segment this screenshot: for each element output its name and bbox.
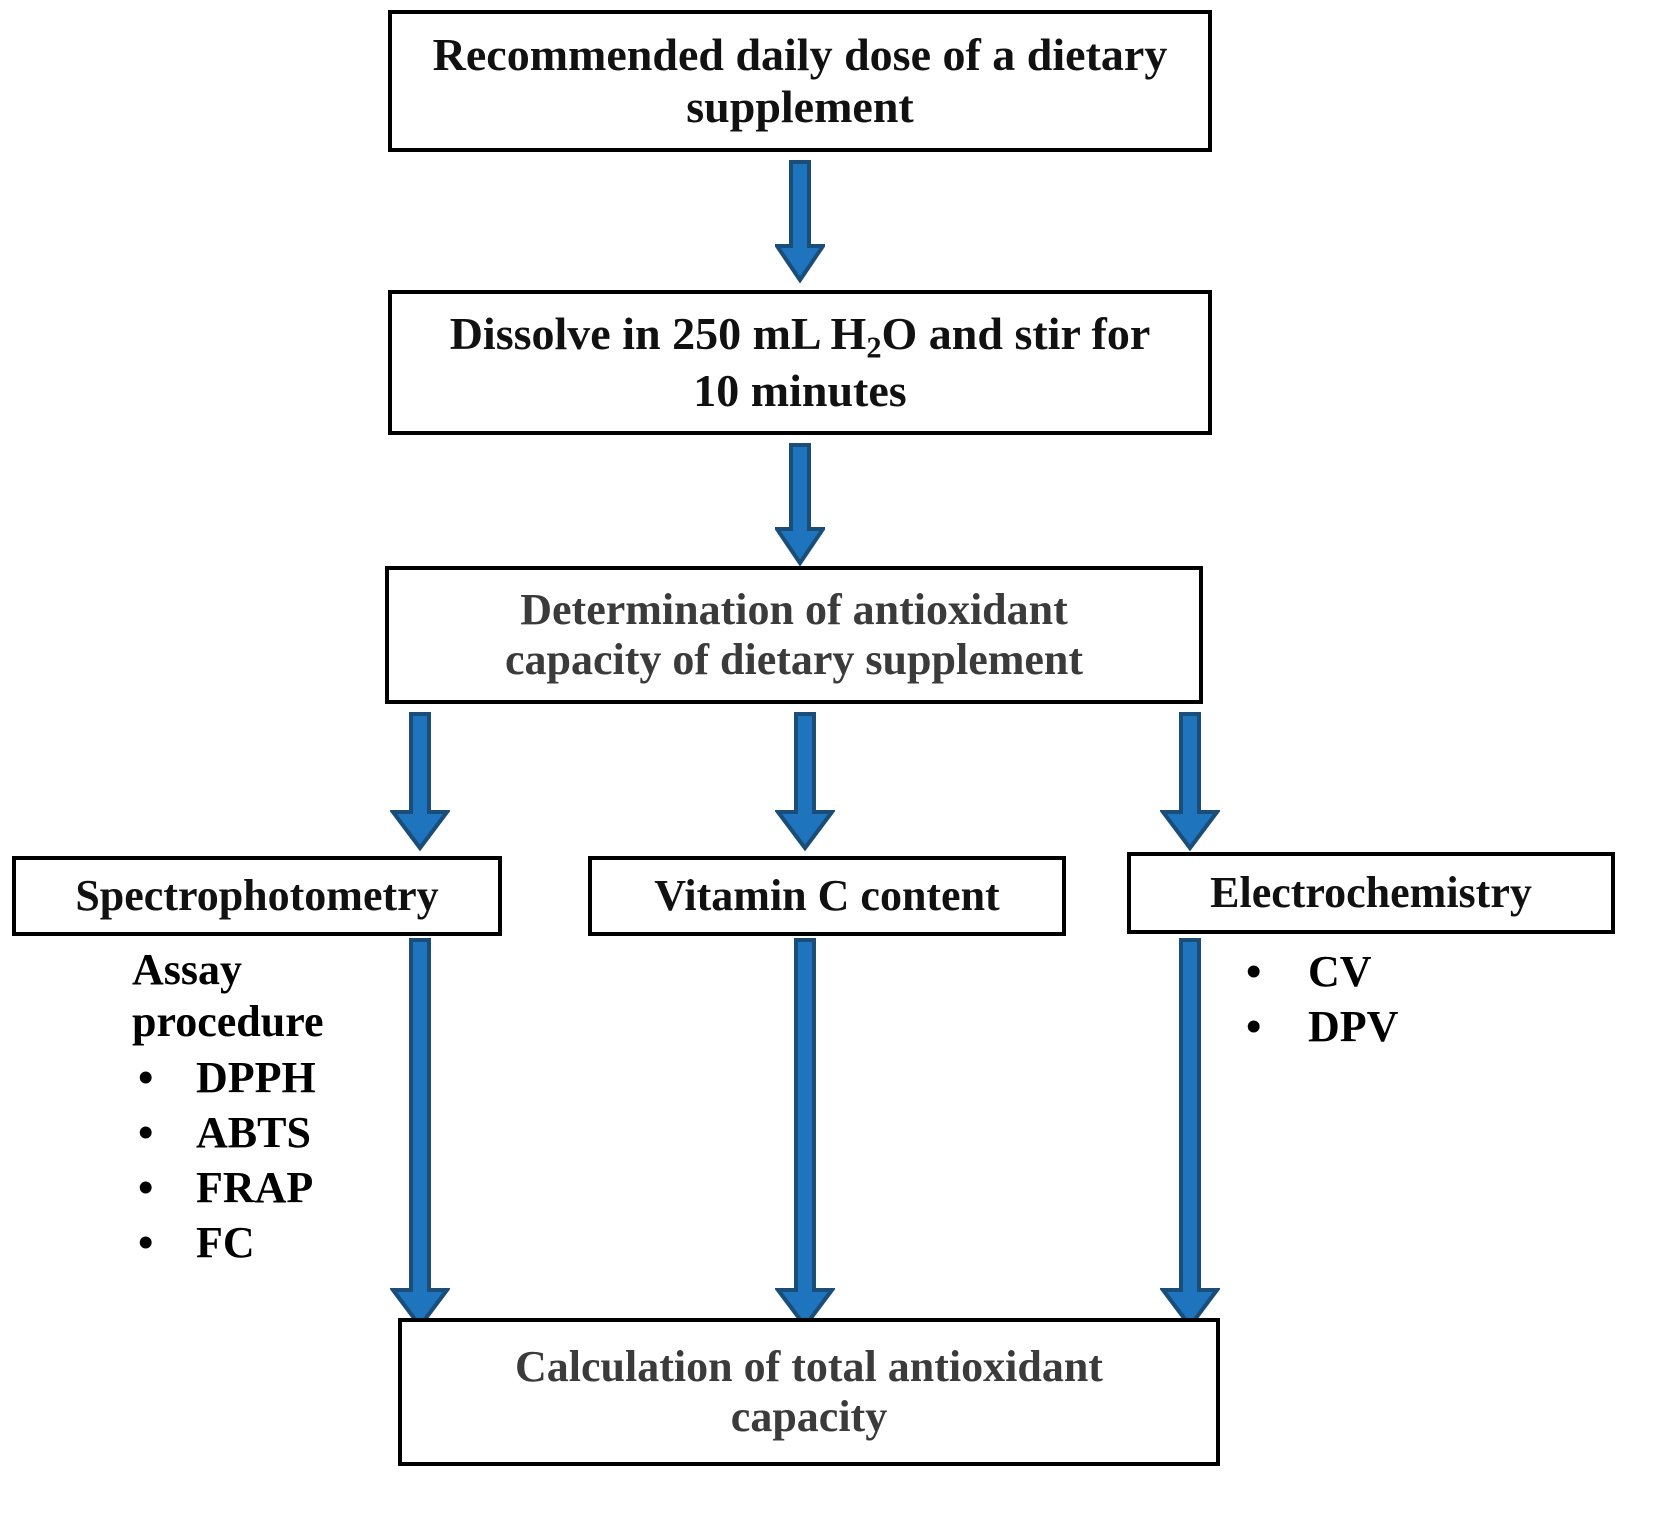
bullet-glyph-icon: • bbox=[138, 1107, 154, 1157]
assay-procedure-list: Assay procedure • DPPH • ABTS • FRAP • F… bbox=[132, 944, 362, 1270]
assay-item-label: FRAP bbox=[196, 1162, 314, 1212]
electrochemistry-item-label: DPV bbox=[1308, 1002, 1399, 1051]
process-box-electrochemistry: Electrochemistry bbox=[1127, 852, 1615, 934]
determination-line2: capacity of dietary supplement bbox=[504, 635, 1084, 684]
assay-procedure-heading: Assay procedure bbox=[132, 945, 324, 1046]
process-box-calculation-text: Calculation of total antioxidant capacit… bbox=[402, 1342, 1216, 1442]
list-item: • FC bbox=[132, 1215, 362, 1270]
dissolve-line1-b: O and stir for bbox=[881, 307, 1151, 359]
calculation-line2: capacity bbox=[730, 1392, 888, 1441]
arrow-determination-to-spectrophotometry bbox=[390, 712, 450, 852]
arrow-vitamin-c-to-calculation bbox=[775, 938, 835, 1330]
bullet-glyph-icon: • bbox=[138, 1217, 154, 1267]
vitamin-c-label: Vitamin C content bbox=[654, 870, 1000, 920]
list-item: • DPV bbox=[1240, 999, 1398, 1054]
process-box-dissolve-text: Dissolve in 250 mL H2O and stir for 10 m… bbox=[392, 308, 1208, 418]
arrow-spectrophotometry-to-calculation bbox=[390, 938, 450, 1330]
dissolve-subscript: 2 bbox=[866, 330, 882, 365]
arrow-determination-to-vitamin-c bbox=[775, 712, 835, 852]
list-item: • FRAP bbox=[132, 1160, 362, 1215]
determination-line1: Determination of antioxidant bbox=[520, 584, 1068, 634]
recommended-dose-line2: supplement bbox=[686, 81, 914, 132]
assay-item-label: DPPH bbox=[196, 1052, 316, 1102]
spectrophotometry-label: Spectrophotometry bbox=[75, 870, 439, 920]
process-box-recommended-dose-text: Recommended daily dose of a dietary supp… bbox=[392, 29, 1208, 134]
list-item: • CV bbox=[1240, 944, 1398, 999]
process-box-recommended-dose: Recommended daily dose of a dietary supp… bbox=[388, 10, 1212, 152]
recommended-dose-line1: Recommended daily dose of a dietary bbox=[432, 28, 1168, 80]
process-box-determination: Determination of antioxidant capacity of… bbox=[385, 566, 1203, 704]
arrow-dissolve-to-determine bbox=[775, 443, 825, 567]
bullet-glyph-icon: • bbox=[1246, 1002, 1262, 1051]
electrochemistry-technique-items: • CV • DPV bbox=[1240, 944, 1398, 1054]
list-item: • ABTS bbox=[132, 1105, 362, 1160]
assay-item-label: FC bbox=[196, 1217, 255, 1267]
electrochemistry-item-label: CV bbox=[1308, 947, 1372, 996]
bullet-glyph-icon: • bbox=[1246, 947, 1262, 996]
electrochemistry-technique-list: • CV • DPV bbox=[1240, 944, 1398, 1054]
arrow-electrochemistry-to-calculation bbox=[1160, 938, 1220, 1330]
process-box-vitamin-c-content: Vitamin C content bbox=[588, 856, 1066, 936]
process-box-spectrophotometry: Spectrophotometry bbox=[12, 856, 502, 936]
process-box-calculation: Calculation of total antioxidant capacit… bbox=[398, 1318, 1220, 1466]
assay-item-label: ABTS bbox=[196, 1107, 311, 1157]
arrow-dose-to-dissolve bbox=[775, 160, 825, 284]
process-box-determination-text: Determination of antioxidant capacity of… bbox=[389, 585, 1199, 685]
assay-procedure-items: • DPPH • ABTS • FRAP • FC bbox=[132, 1050, 362, 1270]
dissolve-line1-a: Dissolve in 250 mL H bbox=[449, 307, 867, 359]
calculation-line1: Calculation of total antioxidant bbox=[515, 1341, 1103, 1391]
list-item: • DPPH bbox=[132, 1050, 362, 1105]
process-box-dissolve: Dissolve in 250 mL H2O and stir for 10 m… bbox=[388, 290, 1212, 435]
dissolve-line2: 10 minutes bbox=[693, 364, 907, 416]
arrow-determination-to-electrochemistry bbox=[1160, 712, 1220, 852]
bullet-glyph-icon: • bbox=[138, 1052, 154, 1102]
bullet-glyph-icon: • bbox=[138, 1162, 154, 1212]
electrochemistry-label: Electrochemistry bbox=[1210, 867, 1532, 917]
